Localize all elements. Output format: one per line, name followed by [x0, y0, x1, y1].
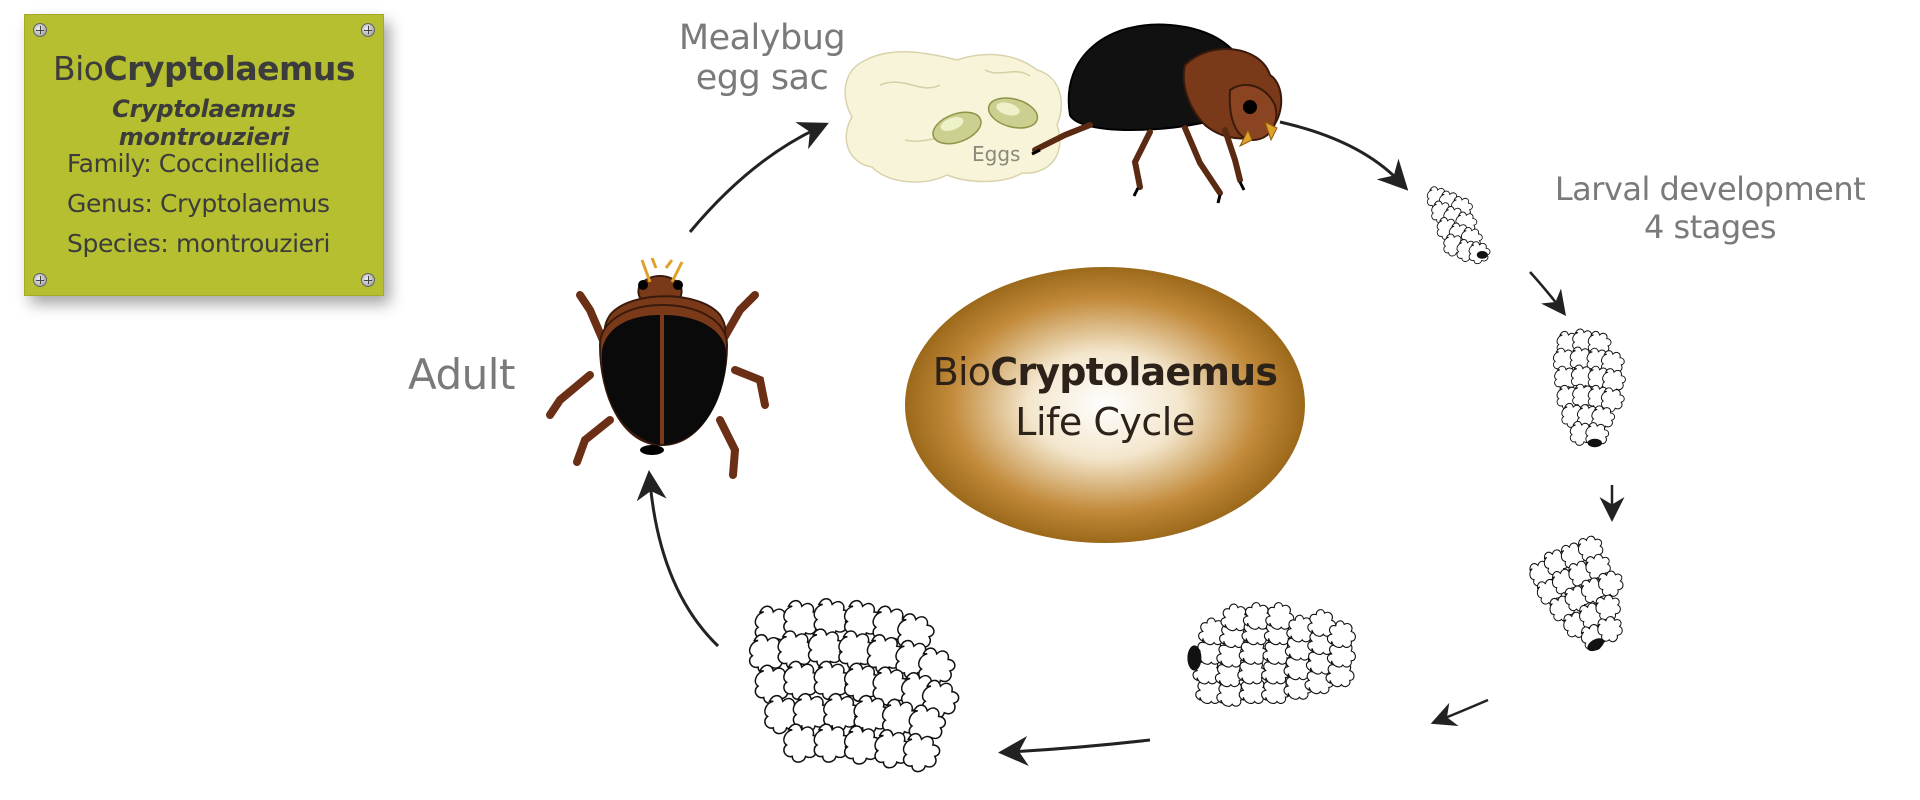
plaque-genus: Genus: Cryptolaemus [67, 189, 330, 218]
center-title-line1: BioCryptolaemus [915, 350, 1295, 394]
egg-sac-label-line2: egg sac [695, 58, 829, 98]
plaque-family: Family: Coccinellidae [67, 149, 320, 178]
larva-stage-2-illustration [1552, 328, 1626, 448]
center-oval [905, 267, 1305, 543]
screw-icon [361, 273, 375, 287]
larval-label-line1: Larval development [1554, 170, 1866, 208]
center-title: BioCryptolaemus Life Cycle [915, 350, 1295, 444]
arrow-pupa-to-adult [636, 470, 720, 648]
arrow-larva-3-to-4 [1430, 698, 1489, 727]
plaque-title: BioCryptolaemus [25, 49, 383, 88]
egg-sac-label: Mealybug egg sac [662, 18, 862, 98]
larval-development-label: Larval development 4 stages [1540, 170, 1880, 246]
larva-stage-1-illustration [1426, 186, 1491, 265]
center-title-prefix: Bio [932, 350, 991, 394]
arrow-larva-to-pupa [998, 735, 1151, 766]
larva-stage-4-illustration [1187, 602, 1356, 707]
egg-sac-label-line1: Mealybug [678, 18, 846, 58]
plaque-scientific-name: Cryptolaemus montrouzieri [112, 95, 296, 151]
plaque-title-prefix: Bio [52, 49, 104, 88]
arrow-adult-to-egg [688, 122, 829, 233]
larva-stage-3-illustration [1524, 530, 1629, 655]
screw-icon [33, 273, 47, 287]
eggs-label: Eggs [972, 142, 1021, 166]
adult-beetle-top-illustration [546, 257, 769, 479]
adult-beetle-side-illustration [1031, 23, 1283, 204]
mealybug-egg-sac-illustration [844, 51, 1062, 183]
larval-label-line2: 4 stages [1643, 208, 1777, 246]
pupa-illustration [748, 597, 960, 773]
center-subtitle: Life Cycle [1015, 400, 1195, 444]
species-info-plaque: BioCryptolaemus Cryptolaemus montrouzier… [24, 14, 384, 296]
screw-icon [33, 23, 47, 37]
plaque-title-bold: Cryptolaemus [103, 49, 356, 88]
arrow-larva-1-to-2 [1529, 271, 1567, 316]
plaque-species: Species: montrouzieri [67, 229, 331, 258]
center-title-bold: Cryptolaemus [990, 350, 1278, 394]
arrow-egg-to-larva [1279, 120, 1409, 191]
adult-label: Adult [408, 350, 515, 399]
screw-icon [361, 23, 375, 37]
